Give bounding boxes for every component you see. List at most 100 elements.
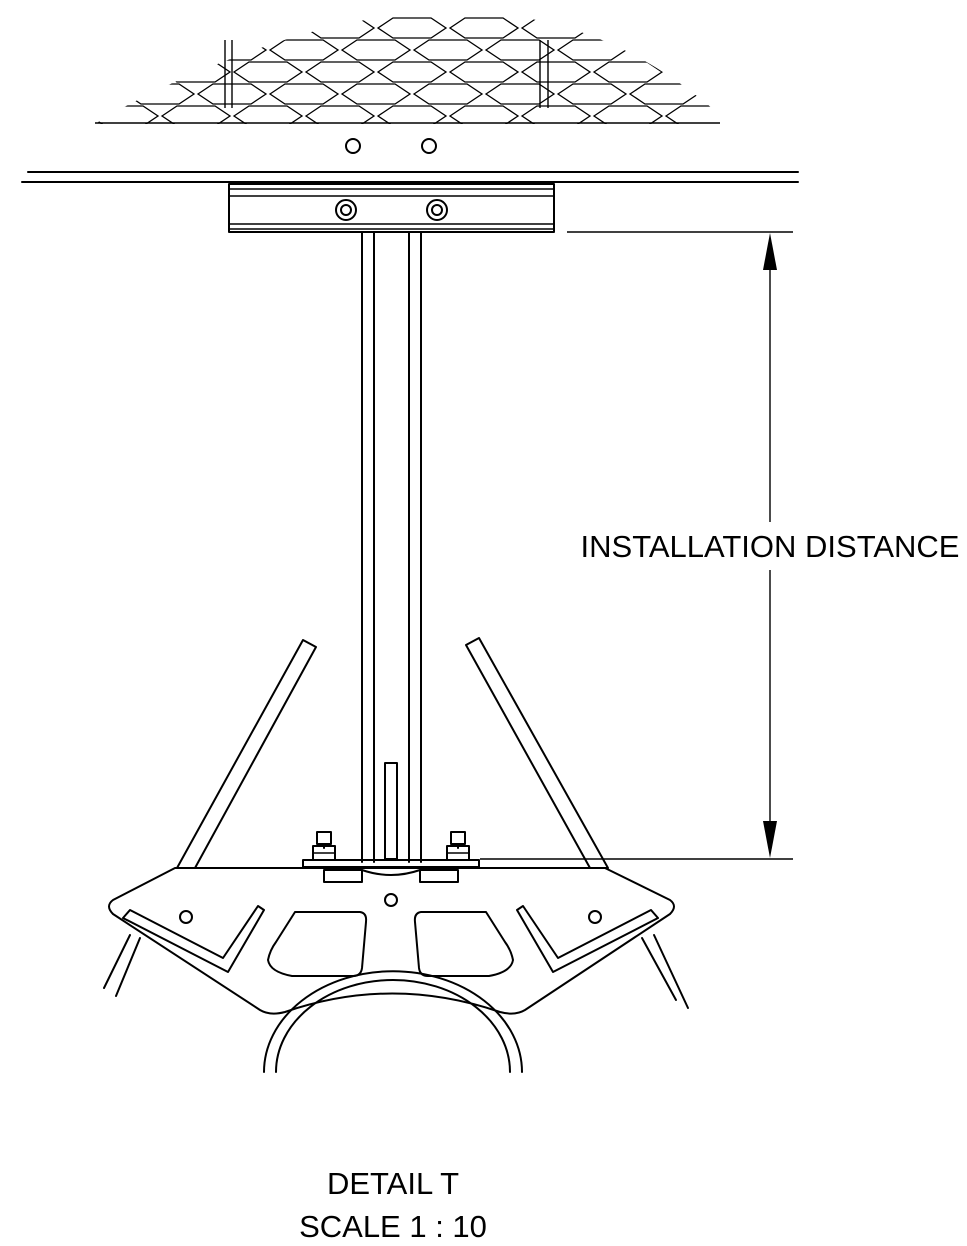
left-strut	[176, 639, 317, 869]
expanded-metal-mesh	[18, 17, 967, 148]
arrowhead-top	[763, 233, 777, 270]
mesh-cell	[774, 40, 842, 60]
mesh-cell	[484, 83, 556, 105]
strut-slot-left	[122, 905, 265, 973]
mesh-cell	[448, 105, 520, 125]
mesh-cell	[160, 17, 232, 39]
mesh-cell	[774, 84, 842, 104]
mesh-cell	[160, 61, 232, 83]
bolt-head	[426, 199, 448, 221]
mesh-cell	[882, 18, 950, 38]
mesh-cell	[198, 128, 266, 148]
mesh-cell	[412, 83, 484, 105]
mesh-cell	[738, 62, 806, 82]
mesh-cell	[412, 39, 484, 61]
mesh-cell	[628, 83, 700, 105]
mesh-cell	[342, 128, 410, 148]
mounting-hole	[421, 138, 437, 154]
mesh-cell	[882, 106, 950, 126]
mesh-cell	[484, 39, 556, 61]
mesh-cell	[918, 40, 967, 60]
mesh-cell	[738, 18, 806, 38]
mesh-cell	[126, 128, 194, 148]
mesh-cell	[810, 62, 878, 82]
mesh-cell	[304, 17, 376, 39]
saddle-hole	[588, 910, 602, 924]
mesh-cell	[268, 39, 340, 61]
mesh-cell	[340, 39, 412, 61]
mesh-cell	[592, 61, 664, 83]
mesh-cell	[520, 105, 592, 125]
mesh-cell	[448, 61, 520, 83]
mesh-cell	[95, 17, 160, 39]
mesh-cell	[810, 106, 878, 126]
mesh-cell	[304, 105, 376, 125]
mesh-cell	[124, 39, 196, 61]
mesh-cell	[700, 83, 720, 105]
detail-title: DETAIL T	[327, 1166, 459, 1201]
pipe	[263, 970, 523, 1073]
mesh-cell	[918, 84, 967, 104]
right-strut	[465, 637, 609, 869]
mesh-cell	[414, 128, 482, 148]
beam-clamp	[228, 183, 555, 233]
pipe-saddle	[108, 867, 675, 1015]
mesh-cell	[630, 128, 698, 148]
mesh-cell	[95, 61, 160, 83]
saddle-hole	[384, 893, 398, 907]
mesh-cell	[340, 83, 412, 105]
mesh-cell	[556, 83, 628, 105]
mesh-cell	[376, 105, 448, 125]
mesh-cell	[18, 106, 86, 126]
mesh-cell	[664, 61, 720, 83]
nut-assembly-right	[446, 831, 470, 861]
mesh-cell	[376, 17, 448, 39]
mesh-cell	[376, 61, 448, 83]
mesh-cell	[628, 39, 700, 61]
mesh-cell	[882, 62, 950, 82]
mesh-cell	[846, 40, 914, 60]
dimension-label: INSTALLATION DISTANCE	[581, 529, 960, 564]
mesh-cell	[774, 128, 842, 148]
cutout-right	[413, 911, 514, 977]
mesh-cell	[846, 128, 914, 148]
cutout-left	[267, 911, 368, 977]
mesh-cell	[700, 39, 720, 61]
mesh-cell	[232, 17, 304, 39]
mesh-cell	[18, 62, 86, 82]
mesh-cell	[558, 128, 626, 148]
top-plate	[302, 859, 480, 868]
nut-assembly-left	[312, 831, 336, 861]
hanger-rods	[361, 231, 422, 863]
mesh-cell	[95, 39, 124, 61]
mesh-cell	[95, 83, 124, 105]
mesh-cell	[520, 17, 592, 39]
mesh-cell	[846, 84, 914, 104]
mesh-cell	[592, 105, 664, 125]
mounting-hole	[345, 138, 361, 154]
mesh-cell	[270, 128, 338, 148]
mesh-cell	[54, 128, 122, 148]
mesh-cell	[918, 128, 967, 148]
mesh-cell	[448, 17, 520, 39]
mesh-cell	[232, 61, 304, 83]
mesh-cell	[18, 18, 86, 38]
arrowhead-bottom	[763, 821, 777, 858]
mesh-cell	[124, 83, 196, 105]
mesh-cell	[520, 61, 592, 83]
mesh-cell	[486, 128, 554, 148]
detail-scale: SCALE 1 : 10	[299, 1209, 487, 1244]
mesh-cell	[304, 61, 376, 83]
saddle-hole	[179, 910, 193, 924]
bolt-head	[335, 199, 357, 221]
mesh-cell	[268, 83, 340, 105]
mesh-cell	[702, 128, 770, 148]
mesh-cell	[160, 105, 232, 125]
strut-slot-right	[516, 905, 659, 973]
mesh-cell	[556, 39, 628, 61]
mesh-cell	[232, 105, 304, 125]
mesh-cell	[664, 17, 720, 39]
support-beam	[21, 171, 799, 183]
mesh-cell	[592, 17, 664, 39]
